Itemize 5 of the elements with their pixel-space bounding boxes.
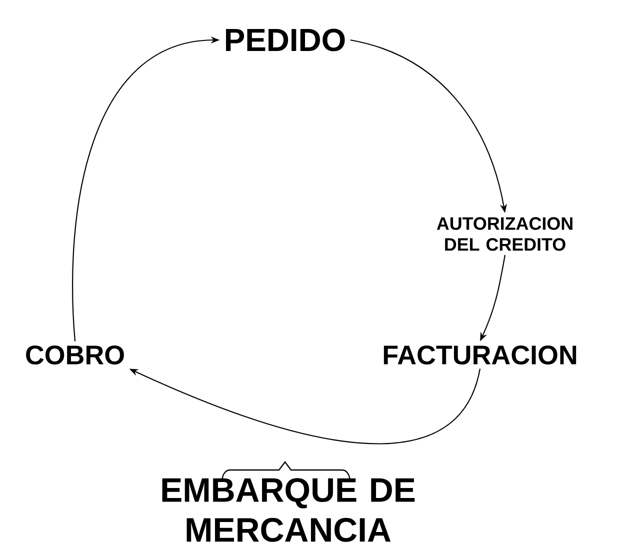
stage-label: AUTORIZACION DEL CREDITO [436, 217, 572, 251]
stage-label: COBRO [26, 345, 124, 365]
step-label: EMBARQUE DE MERCANCIA [162, 478, 415, 542]
stage-label: FACTURACION [384, 345, 576, 365]
stage-label: PEDIDO [226, 28, 345, 52]
